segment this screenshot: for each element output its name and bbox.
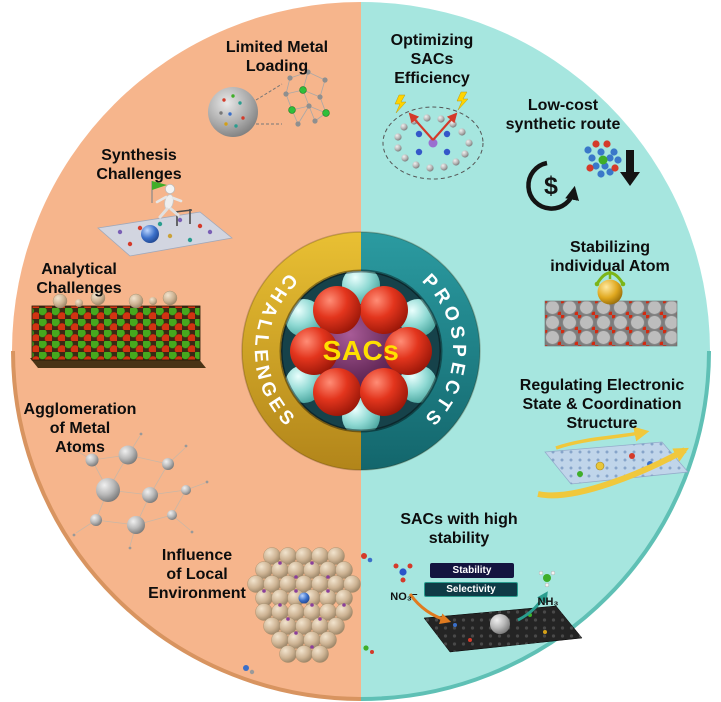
label-analytical-challenges: Analytical Challenges [0,260,159,298]
label-agglomeration: Agglomeration of Metal Atoms [0,400,160,457]
center-atom-cluster [281,271,441,431]
label-line: Structure [566,415,638,432]
person-figure-icon [155,183,183,219]
prospects-half-background [361,2,710,700]
single-atom-icon [597,279,623,305]
prospects-rim [360,350,711,701]
nitrate-molecule-icon [393,563,413,583]
label-line: Agglomeration [23,401,137,418]
center-title: SACs [323,335,400,366]
label-line: Regulating Electronic [519,377,685,394]
stability-reaction-illustration [393,563,583,653]
synthesis-illustration [97,181,233,257]
label-line: Challenges [36,280,122,297]
analytical-illustration [30,290,206,368]
challenges-rim [11,350,362,701]
embedded-atom-icon [141,225,159,243]
label-line: Synthesis [101,147,177,164]
label-line: Challenges [96,166,182,183]
label-influence-environment: Influence of Local Environment [117,546,277,603]
dopant-atom-icon [298,592,310,604]
supported-atom-illustration [544,271,678,347]
label-line: Optimizing [390,32,474,49]
label-synthesis-challenges: Synthesis Challenges [59,146,219,184]
coordination-sheet-illustration [537,426,689,499]
label-stabilizing-atom: Stabilizing individual Atom [527,238,693,276]
dollar-cycle-illustration: $ [526,140,640,211]
label-sacs-high-stability: SACs with high stability [379,510,539,548]
nanoparticle-illustration [208,69,330,137]
center-medallion: CHALLENGES PROSPECTS SACs [241,231,481,471]
label-line: Analytical [41,261,117,278]
agglomeration-illustration [68,432,209,550]
dollar-icon: $ [544,172,558,200]
ammonia-molecule-icon [538,570,556,588]
label-line: of Local [166,566,228,583]
selectivity-badge: Selectivity [424,582,518,597]
anchor-claw-icon [594,271,626,287]
label-line: stability [428,530,490,547]
lightning-bolt-icon [456,91,469,111]
nitrate-label: NO₃⁻ [390,591,418,603]
label-line: SACs [410,51,454,68]
label-line: Atoms [55,439,105,456]
label-regulating-structure: Regulating Electronic State & Coordinati… [512,376,692,433]
lightning-bolt-icon [394,94,407,114]
precursor-cluster-icon [584,140,622,178]
porphyrin-illustration [382,91,484,180]
catalyst-atom-icon [490,614,510,634]
label-line: Stabilizing [570,239,650,256]
crystal-cluster-illustration [243,547,374,675]
central-metal-atom-icon [428,138,438,148]
label-line: synthetic route [505,116,621,133]
label-line: Influence [161,547,233,564]
label-line: Loading [245,58,309,75]
label-optimizing-sacs-efficiency: Optimizing SACs Efficiency [352,31,512,88]
label-line: Efficiency [394,70,470,87]
label-limited-metal-loading: Limited Metal Loading [197,38,357,76]
ammonia-label: NH₃ [537,596,559,608]
label-line: of Metal [49,420,111,437]
label-line: Low-cost [527,97,599,114]
stability-badge: Stability [430,563,514,578]
label-low-cost-route: Low-cost synthetic route [483,96,643,134]
label-line: State & Coordination [522,396,682,413]
label-line: Limited Metal [225,39,329,56]
label-line: individual Atom [550,258,670,275]
label-line: SACs with high [400,511,518,528]
flag-icon [151,181,167,203]
label-line: Environment [148,585,246,602]
down-arrow-icon [620,150,640,186]
